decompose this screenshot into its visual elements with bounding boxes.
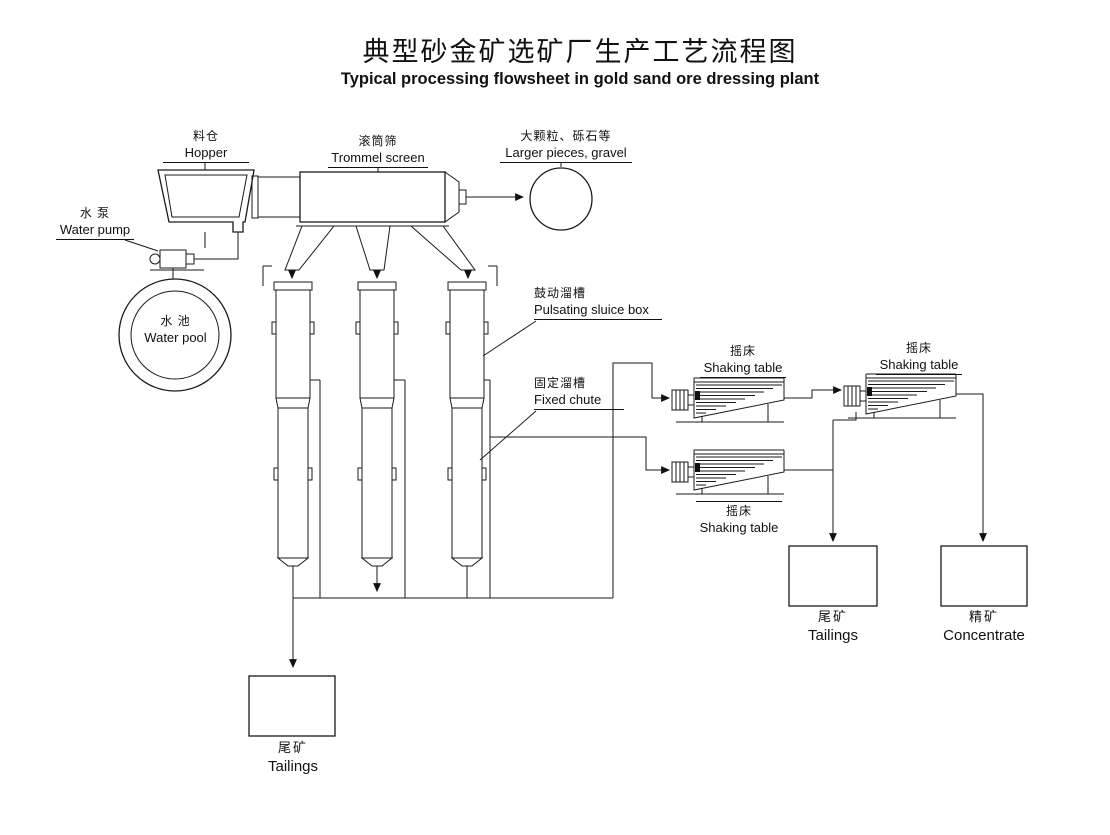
water-pump xyxy=(149,249,204,271)
label-zh: 摇床 xyxy=(725,504,752,518)
label-en: Hopper xyxy=(184,144,228,160)
label-zh: 固定溜槽 xyxy=(534,376,587,390)
hopper-label: 料仓 Hopper xyxy=(163,129,249,164)
label-en: Tailings xyxy=(267,757,319,775)
piping xyxy=(289,362,987,669)
hopper xyxy=(157,169,255,233)
shaking-table-3 xyxy=(671,449,785,495)
page-title: 典型砂金矿选矿厂生产工艺流程图 Typical processing flows… xyxy=(300,30,860,89)
label-zh: 水 泵 xyxy=(79,206,111,220)
label-zh: 滚筒筛 xyxy=(358,134,398,148)
label-zh: 料仓 xyxy=(192,129,219,143)
fixed-chute-1 xyxy=(273,397,313,567)
trommel-screen-label: 滚筒筛 Trommel screen xyxy=(328,134,428,169)
tailings-main-label: 尾矿 Tailings xyxy=(247,740,339,776)
label-zh: 尾矿 xyxy=(817,609,848,624)
label-zh: 大颗粒、砾石等 xyxy=(520,129,612,143)
shaking-table-3-label: 摇床 Shaking table xyxy=(696,501,782,536)
shaking-table-2 xyxy=(843,373,957,419)
title-en: Typical processing flowsheet in gold san… xyxy=(340,70,820,88)
label-en: Fixed chute xyxy=(534,391,602,407)
label-zh: 尾矿 xyxy=(277,740,308,755)
label-en: Shaking table xyxy=(699,519,779,535)
pulsating-sluice-box-2 xyxy=(355,281,399,399)
fixed-chute-3 xyxy=(447,397,487,567)
title-zh: 典型砂金矿选矿厂生产工艺流程图 xyxy=(362,37,798,67)
label-en: Water pool xyxy=(144,329,207,345)
trommel-feed xyxy=(251,175,301,219)
water-pump-label: 水 泵 Water pump xyxy=(56,206,134,241)
concentrate-box xyxy=(940,545,1028,607)
concentrate-label: 精矿 Concentrate xyxy=(937,609,1031,645)
label-zh: 精矿 xyxy=(968,609,999,624)
label-en: Shaking table xyxy=(703,359,783,375)
water-pool xyxy=(118,278,232,392)
shaking-table-1-label: 摇床 Shaking table xyxy=(700,344,786,379)
water-pool-label: 水 池 Water pool xyxy=(133,314,218,346)
tailings-box-right xyxy=(788,545,878,607)
pulsating-sluice-label: 鼓动溜槽 Pulsating sluice box xyxy=(534,286,662,321)
label-en: Pulsating sluice box xyxy=(534,301,649,317)
label-zh: 鼓动溜槽 xyxy=(534,286,587,300)
label-zh: 水 池 xyxy=(160,314,191,328)
tailings-right-label: 尾矿 Tailings xyxy=(789,609,877,645)
water-pipes xyxy=(172,232,239,279)
fixed-chute-label: 固定溜槽 Fixed chute xyxy=(534,376,624,411)
label-en: Water pump xyxy=(59,221,131,237)
fixed-chute-2 xyxy=(357,397,397,567)
label-en: Concentrate xyxy=(943,626,1025,644)
label-en: Larger pieces, gravel xyxy=(505,144,627,160)
label-en: Tailings xyxy=(807,626,859,644)
pulsating-sluice-box-1 xyxy=(271,281,315,399)
gravel-label: 大颗粒、砾石等 Larger pieces, gravel xyxy=(500,129,632,164)
gravel-pile xyxy=(529,167,593,231)
pulsating-sluice-box-3 xyxy=(445,281,489,399)
label-en: Trommel screen xyxy=(331,149,425,165)
label-zh: 摇床 xyxy=(905,341,932,355)
tailings-box-main xyxy=(248,675,336,737)
trommel-screen xyxy=(299,171,467,223)
leader-lines xyxy=(124,163,562,461)
shaking-table-1 xyxy=(671,377,785,423)
label-en: Shaking table xyxy=(879,356,959,372)
label-zh: 摇床 xyxy=(729,344,756,358)
shaking-table-2-label: 摇床 Shaking table xyxy=(876,341,962,376)
distributor xyxy=(262,225,498,286)
